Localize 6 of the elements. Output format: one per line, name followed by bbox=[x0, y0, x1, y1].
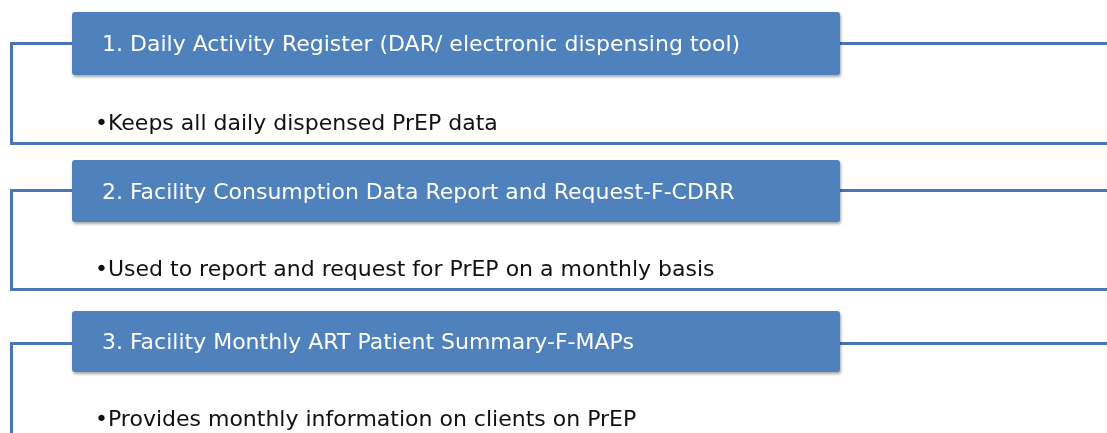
header-tab: 2. Facility Consumption Data Report and Request-F-CDRR bbox=[72, 160, 840, 222]
bullet-text: •Keeps all daily dispensed PrEP data bbox=[95, 110, 498, 135]
header-tab: 1. Daily Activity Register (DAR/ electronic dispensing tool) bbox=[72, 12, 840, 75]
bullet-text: •Provides monthly information on clients on PrEP bbox=[95, 406, 637, 431]
header-tab: 3. Facility Monthly ART Patient Summary-F-MAPs bbox=[72, 311, 840, 372]
bullet-text: •Used to report and request for PrEP on a monthly basis bbox=[95, 256, 715, 281]
